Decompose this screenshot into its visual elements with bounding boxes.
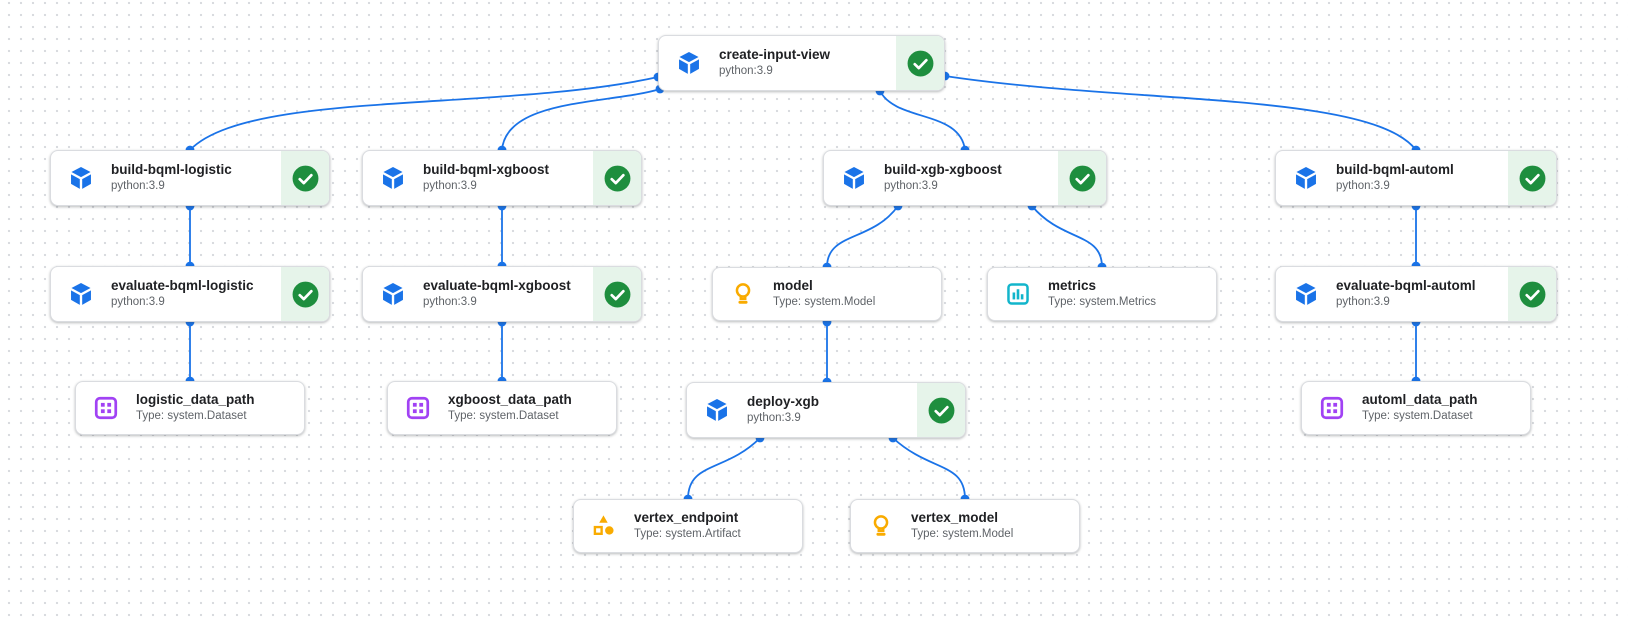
task-node-evaluate-bqml-logistic[interactable]: evaluate-bqml-logistic python:3.9 [50,266,330,322]
artifact-subtitle: Type: system.Artifact [634,527,741,540]
task-title: deploy-xgb [747,394,820,410]
artifact-node-vertex-model[interactable]: vertex_model Type: system.Model [850,499,1080,553]
task-node-build-bqml-xgboost[interactable]: build-bqml-xgboost python:3.9 [362,150,642,206]
component-cube-icon [380,281,406,307]
task-node-evaluate-bqml-xgboost[interactable]: evaluate-bqml-xgboost python:3.9 [362,266,642,322]
component-cube-icon [1293,165,1319,191]
success-check-icon [1519,281,1546,308]
artifact-subtitle: Type: system.Model [911,527,1014,540]
artifact-node-model[interactable]: model Type: system.Model [712,267,942,321]
dataset-grid-icon [405,395,431,421]
edge-build-bqml-automl-to-evaluate-bqml-automl [1411,201,1421,271]
artifact-subtitle: Type: system.Model [773,295,876,308]
success-check-icon [1069,165,1096,192]
task-subtitle: python:3.9 [111,295,165,308]
success-check-icon [1519,165,1546,192]
task-status-panel [1058,151,1106,205]
dataset-grid-icon [93,395,119,421]
artifact-title: vertex_model [911,510,999,526]
artifact-subtitle: Type: system.Dataset [1362,409,1473,422]
artifact-title: xgboost_data_path [448,392,572,408]
dataset-grid-icon [1319,395,1345,421]
task-subtitle: python:3.9 [111,179,165,192]
edge-create-input-view-to-build-bqml-logistic [185,72,663,155]
artifact-subtitle: Type: system.Dataset [136,409,247,422]
success-check-icon [928,397,955,424]
task-node-build-bqml-logistic[interactable]: build-bqml-logistic python:3.9 [50,150,330,206]
artifact-subtitle: Type: system.Dataset [448,409,559,422]
edge-create-input-view-to-build-bqml-xgboost [497,84,665,155]
task-status-panel [281,267,329,321]
task-subtitle: python:3.9 [747,411,801,424]
artifact-title: model [773,278,813,294]
task-status-panel [1508,267,1556,321]
artifact-node-metrics[interactable]: metrics Type: system.Metrics [987,267,1217,321]
model-lightbulb-icon [730,281,756,307]
edge-evaluate-bqml-logistic-to-logistic-data-path [185,317,195,386]
success-check-icon [604,165,631,192]
edge-evaluate-bqml-xgboost-to-xgboost-data-path [497,317,507,386]
edge-create-input-view-to-build-xgb-xgboost [875,86,970,155]
artifact-title: logistic_data_path [136,392,255,408]
task-subtitle: python:3.9 [1336,179,1390,192]
model-lightbulb-icon [868,513,894,539]
component-cube-icon [68,281,94,307]
success-check-icon [604,281,631,308]
edge-evaluate-bqml-automl-to-automl-data-path [1411,317,1421,386]
edge-deploy-xgb-to-vertex-model [888,433,970,504]
task-title: evaluate-bqml-logistic [111,278,254,294]
task-status-panel [896,36,944,90]
task-title: build-bqml-automl [1336,162,1454,178]
task-status-panel [1508,151,1556,205]
artifact-subtitle: Type: system.Metrics [1048,295,1156,308]
edge-build-bqml-xgboost-to-evaluate-bqml-xgboost [497,201,507,271]
task-status-panel [593,151,641,205]
component-cube-icon [676,50,702,76]
task-subtitle: python:3.9 [1336,295,1390,308]
artifact-node-xgboost-data-path[interactable]: xgboost_data_path Type: system.Dataset [387,381,617,435]
task-subtitle: python:3.9 [884,179,938,192]
task-node-build-bqml-automl[interactable]: build-bqml-automl python:3.9 [1275,150,1557,206]
artifact-node-automl-data-path[interactable]: automl_data_path Type: system.Dataset [1301,381,1531,435]
component-cube-icon [380,165,406,191]
task-status-panel [917,383,965,437]
edge-build-bqml-logistic-to-evaluate-bqml-logistic [185,201,195,271]
task-title: build-bqml-xgboost [423,162,549,178]
task-title: build-xgb-xgboost [884,162,1002,178]
success-check-icon [292,281,319,308]
edge-create-input-view-to-build-bqml-automl [940,71,1421,155]
task-title: build-bqml-logistic [111,162,232,178]
task-subtitle: python:3.9 [719,64,773,77]
artifact-node-logistic-data-path[interactable]: logistic_data_path Type: system.Dataset [75,381,305,435]
task-status-panel [593,267,641,321]
edge-deploy-xgb-to-vertex-endpoint [683,433,765,504]
edge-build-xgb-xgboost-to-metrics [1027,201,1107,272]
success-check-icon [292,165,319,192]
artifact-title: automl_data_path [1362,392,1478,408]
task-title: evaluate-bqml-xgboost [423,278,571,294]
task-status-panel [281,151,329,205]
component-cube-icon [704,397,730,423]
task-node-deploy-xgb[interactable]: deploy-xgb python:3.9 [686,382,966,438]
component-cube-icon [1293,281,1319,307]
task-title: create-input-view [719,47,831,63]
task-node-build-xgb-xgboost[interactable]: build-xgb-xgboost python:3.9 [823,150,1107,206]
artifact-shapes-icon [591,513,617,539]
success-check-icon [907,50,934,77]
artifact-title: metrics [1048,278,1097,294]
task-subtitle: python:3.9 [423,179,477,192]
task-title: evaluate-bqml-automl [1336,278,1476,294]
artifact-title: vertex_endpoint [634,510,739,526]
edge-model-to-deploy-xgb [822,317,832,387]
task-subtitle: python:3.9 [423,295,477,308]
task-node-create-input-view[interactable]: create-input-view python:3.9 [658,35,945,91]
edge-build-xgb-xgboost-to-model [822,201,903,272]
metrics-barchart-icon [1005,281,1031,307]
component-cube-icon [841,165,867,191]
component-cube-icon [68,165,94,191]
task-node-evaluate-bqml-automl[interactable]: evaluate-bqml-automl python:3.9 [1275,266,1557,322]
artifact-node-vertex-endpoint[interactable]: vertex_endpoint Type: system.Artifact [573,499,803,553]
